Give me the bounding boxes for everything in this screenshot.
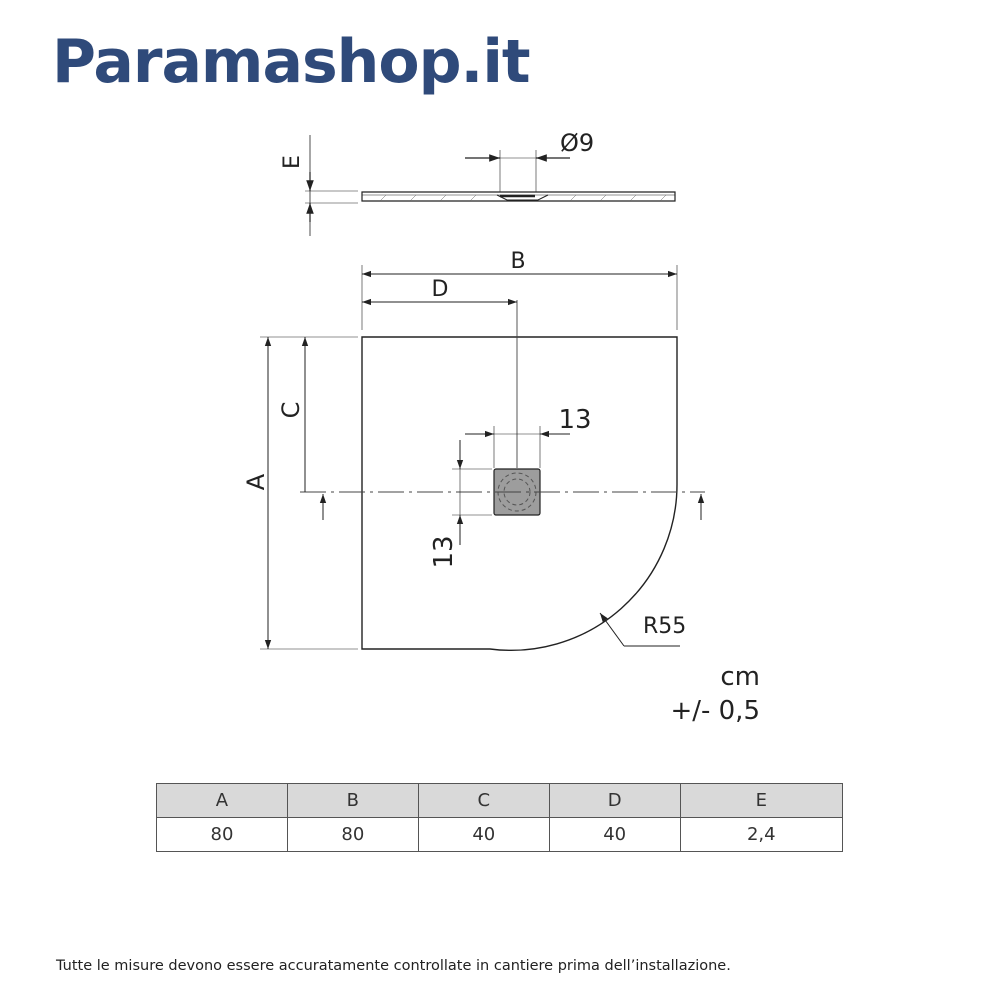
table-header: D — [548, 783, 681, 818]
brand-logo: Paramashop.it — [52, 27, 531, 97]
label-width-b: B — [510, 249, 525, 274]
table-header-row: A B C D E — [156, 783, 844, 818]
label-thickness-e: E — [280, 155, 305, 169]
center-lines — [300, 300, 705, 493]
radius-leader — [599, 612, 680, 647]
label-length-a: A — [242, 473, 270, 490]
dimensions-table: A B C D E 80 80 40 40 2,4 — [156, 783, 844, 852]
tolerance-label: +/- 0,5 — [670, 696, 760, 726]
table-header: B — [286, 783, 419, 818]
label-drain-width: 13 — [558, 405, 591, 435]
table-cell: 80 — [286, 817, 419, 852]
table-cell: 40 — [548, 817, 681, 852]
label-drain-x-d: D — [432, 277, 449, 302]
top-dimensions — [361, 265, 678, 330]
units-label: cm — [720, 662, 760, 692]
table-cell: 80 — [156, 817, 288, 852]
table-header: C — [417, 783, 550, 818]
label-radius: R55 — [643, 614, 686, 639]
table-header: A — [156, 783, 288, 818]
table-row: 80 80 40 40 2,4 — [156, 817, 844, 852]
label-drain-y-c: C — [277, 402, 305, 419]
units-note: cm +/- 0,5 — [640, 660, 760, 728]
side-section-view — [305, 135, 676, 236]
table-cell: 40 — [417, 817, 550, 852]
footnote: Tutte le misure devono essere accuratame… — [56, 958, 731, 974]
table-header: E — [679, 783, 844, 818]
left-dimensions — [260, 336, 705, 650]
label-drain-height: 13 — [429, 535, 459, 568]
label-drain-diameter: Ø9 — [560, 129, 594, 157]
table-cell: 2,4 — [679, 817, 844, 852]
drain-dimensions — [452, 426, 570, 545]
